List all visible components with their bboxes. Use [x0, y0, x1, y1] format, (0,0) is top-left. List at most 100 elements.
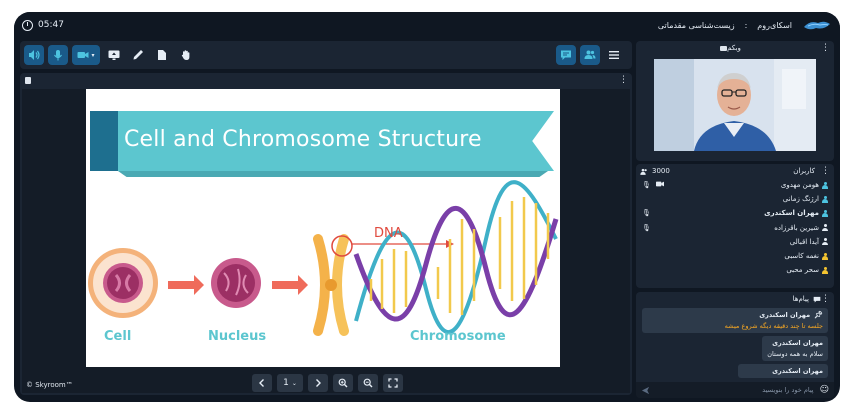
send-icon[interactable]	[641, 386, 650, 395]
label-nucleus: Nucleus	[208, 329, 267, 344]
whiteboard-pen-button[interactable]	[128, 45, 148, 65]
webcam-title: وبکم	[727, 44, 741, 52]
user-role-icon	[822, 238, 828, 246]
camera-icon	[655, 181, 664, 187]
file-button[interactable]	[152, 45, 172, 65]
mic-button[interactable]	[48, 45, 68, 65]
prev-slide-button[interactable]	[252, 374, 272, 392]
message-sender: مهران اسکندری	[759, 311, 811, 319]
clock-area: 05:47	[22, 19, 64, 31]
hand-icon	[181, 50, 190, 60]
user-row[interactable]: 🎙︎ هومن مهدوی	[636, 178, 834, 192]
users-title: کاربران	[793, 167, 815, 175]
next-slide-button[interactable]	[308, 374, 328, 392]
chat-message[interactable]: مهران اسکندری سلام به همه دوستان	[762, 336, 828, 361]
app-frame: 05:47 اسکای‌روم : زیست‌شناسی مقدماتی ▾	[14, 12, 840, 402]
user-row[interactable]: آیدا اقبالی	[636, 235, 834, 249]
webcam-video	[654, 59, 816, 151]
message-compose: ☺ پیام خود را بنویسید	[636, 382, 834, 398]
clock-time: 05:47	[38, 20, 64, 30]
user-role-icon	[822, 266, 828, 274]
user-row[interactable]: سحر محبی	[636, 263, 834, 277]
media-toolbar: ▾	[20, 41, 632, 69]
pin-icon: 📌︎	[814, 311, 823, 319]
arrow-nucleus-to-chromosome	[272, 275, 308, 295]
screen-share-button[interactable]	[104, 45, 124, 65]
message-text: سلام به همه دوستان	[767, 350, 823, 358]
chevron-right-icon	[316, 379, 321, 387]
mic-icon: 🎙︎	[642, 223, 651, 232]
webcam-panel-header: ⋮ وبکم	[636, 41, 834, 55]
users-panel: 3000 کاربران ⋮ 🎙︎ هومن مهدوی ارژنگ زمانی…	[636, 164, 834, 288]
emoji-icon[interactable]: ☺	[819, 385, 829, 395]
slide: Cell and Chromosome Structure	[86, 89, 560, 367]
title-banner-accent	[90, 111, 118, 171]
panel-options-icon[interactable]: ⋮	[821, 166, 830, 176]
label-chromosome: Chromosome	[410, 329, 506, 344]
users-toggle-button[interactable]	[580, 45, 600, 65]
camera-button[interactable]: ▾	[72, 45, 100, 65]
user-role-icon	[822, 252, 828, 260]
users-icon	[640, 168, 647, 175]
zoom-out-button[interactable]	[358, 374, 378, 392]
message-input[interactable]: پیام خود را بنویسید	[762, 386, 814, 394]
presentation-panel-header: ⋮	[20, 73, 632, 87]
zoom-in-icon	[338, 378, 348, 388]
menu-icon	[609, 51, 619, 59]
document-icon	[25, 77, 31, 84]
main-menu-button[interactable]	[604, 45, 624, 65]
presentation-panel: ⋮ Cell and Chromosome Structure	[20, 73, 632, 395]
panel-options-icon[interactable]: ⋮	[619, 75, 628, 85]
panel-options-icon[interactable]: ⋮	[821, 43, 830, 53]
users-icon	[584, 50, 596, 59]
user-name: سحر محبی	[786, 266, 819, 275]
pinned-message[interactable]: 📌︎ مهران اسکندری جلسه تا چند دقیقه دیگه …	[642, 308, 828, 333]
messages-panel-header: ⋮ پیام‌ها	[636, 292, 834, 306]
cell-illustration	[88, 248, 158, 318]
user-name: ارژنگ زمانی	[782, 195, 819, 204]
user-name: شیرین باقرزاده	[774, 223, 819, 232]
user-row[interactable]: 🎙︎ شیرین باقرزاده	[636, 221, 834, 235]
user-role-icon	[822, 181, 828, 189]
webcam-panel: ⋮ وبکم	[636, 41, 834, 161]
chat-icon	[561, 50, 571, 60]
mic-icon: 🎙︎	[642, 181, 651, 190]
messages-panel: ⋮ پیام‌ها 📌︎ مهران اسکندری جلسه تا چند د…	[636, 292, 834, 398]
dna-zoom-circle	[331, 235, 353, 257]
user-name: هومن مهدوی	[780, 181, 819, 190]
message-sender: مهران اسکندری	[772, 339, 823, 347]
title-banner-shadow	[118, 171, 548, 177]
user-name: نغمه کاسبی	[784, 252, 819, 261]
clock-icon	[22, 19, 33, 31]
camera-options-chevron-icon[interactable]: ▾	[91, 51, 95, 59]
speaker-button[interactable]	[24, 45, 44, 65]
chevron-down-icon: ⌄	[291, 379, 297, 387]
chat-message[interactable]: مهران اسکندری	[738, 364, 828, 378]
chat-toggle-button[interactable]	[556, 45, 576, 65]
message-sender: مهران اسکندری	[772, 367, 823, 375]
users-count: 3000	[652, 167, 670, 175]
nucleus-illustration	[211, 258, 261, 308]
dna-helix-illustration	[353, 180, 559, 334]
pen-icon	[133, 50, 143, 60]
presenter-video-frame	[654, 59, 816, 151]
fullscreen-button[interactable]	[383, 374, 403, 392]
user-name: آیدا اقبالی	[789, 237, 819, 246]
messages-title: پیام‌ها	[792, 295, 809, 303]
chromosome-illustration	[313, 234, 349, 336]
label-cell: Cell	[104, 329, 132, 344]
file-icon	[158, 50, 166, 60]
webcam-icon	[720, 45, 728, 51]
user-row[interactable]: نغمه کاسبی	[636, 249, 834, 263]
fullscreen-icon	[388, 378, 398, 388]
page-select[interactable]: 1 ⌄	[277, 374, 303, 392]
user-row[interactable]: 🎙︎ مهران اسکندری	[636, 206, 834, 220]
top-bar: 05:47 اسکای‌روم : زیست‌شناسی مقدماتی	[14, 12, 840, 38]
panel-options-icon[interactable]: ⋮	[821, 294, 830, 304]
label-dna: DNA	[374, 226, 403, 241]
raise-hand-button[interactable]	[176, 45, 196, 65]
user-row[interactable]: ارژنگ زمانی	[636, 192, 834, 206]
chevron-left-icon	[259, 379, 264, 387]
user-role-icon	[822, 209, 828, 217]
zoom-in-button[interactable]	[333, 374, 353, 392]
